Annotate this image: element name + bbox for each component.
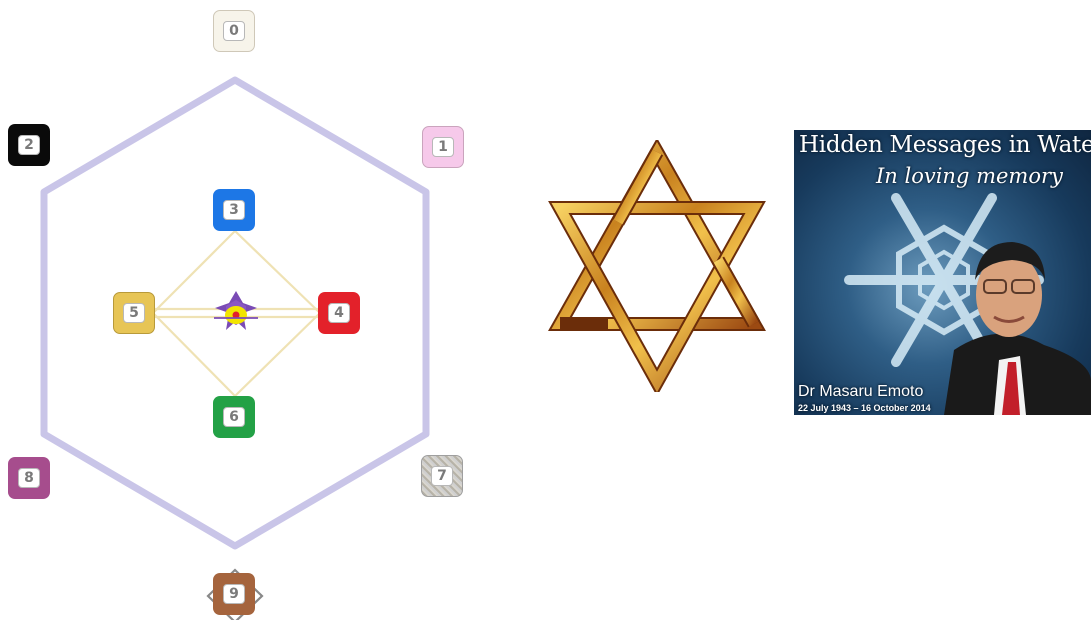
star-down-triangle: [560, 208, 754, 382]
node-8[interactable]: 8: [8, 457, 50, 499]
node-2[interactable]: 2: [8, 124, 50, 166]
node-8-label: 8: [18, 468, 40, 488]
node-1[interactable]: 1: [422, 126, 464, 168]
memorial-photo-card: Hidden Messages in Water In loving memor…: [794, 130, 1091, 415]
node-4-label: 4: [328, 303, 350, 323]
node-5-label: 5: [123, 303, 145, 323]
node-7-label: 7: [431, 466, 453, 486]
card-dates: 22 July 1943 – 16 October 2014: [798, 403, 931, 413]
node-5[interactable]: 5: [113, 292, 155, 334]
card-title: Hidden Messages in Water: [799, 132, 1091, 158]
node-3-label: 3: [223, 200, 245, 220]
diagram-lines: [0, 0, 480, 620]
ennea-diagram: 0 1 2 3 4 5 6 7 8 9: [0, 0, 480, 620]
node-2-label: 2: [18, 135, 40, 155]
node-3[interactable]: 3: [213, 189, 255, 231]
card-name: Dr Masaru Emoto: [798, 383, 923, 401]
node-0[interactable]: 0: [213, 10, 255, 52]
star-up-triangle: [560, 152, 754, 324]
node-9[interactable]: 9: [213, 573, 255, 615]
node-6-label: 6: [223, 407, 245, 427]
card-subtitle: In loving memory: [876, 164, 1063, 188]
node-7[interactable]: 7: [421, 455, 463, 497]
star-of-david-icon: [548, 140, 766, 392]
node-0-label: 0: [223, 21, 245, 41]
node-1-label: 1: [432, 137, 454, 157]
node-4[interactable]: 4: [318, 292, 360, 334]
node-9-label: 9: [223, 584, 245, 604]
center-flower-icon: [214, 291, 258, 330]
node-6[interactable]: 6: [213, 396, 255, 438]
